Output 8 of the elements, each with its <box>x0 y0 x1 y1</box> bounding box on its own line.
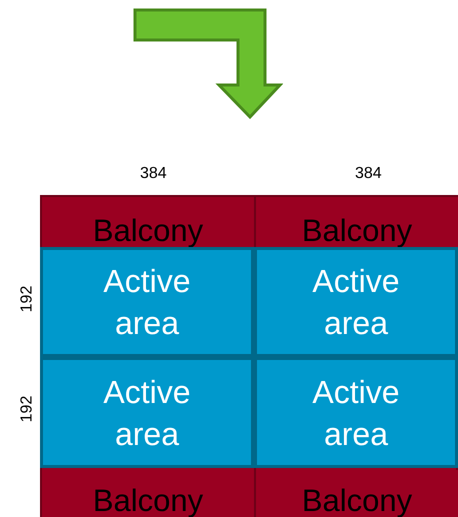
dimension-label: 192 <box>18 396 36 422</box>
active-area-panel: Active area <box>254 247 458 357</box>
dimension-label: 384 <box>355 165 382 183</box>
active-area-panel: Active area <box>254 357 458 468</box>
dimension-label: 384 <box>140 165 167 183</box>
active-area-panel: Active area <box>40 247 254 357</box>
active-area-panel: Active area <box>40 357 254 468</box>
dimension-label: 192 <box>18 286 36 312</box>
